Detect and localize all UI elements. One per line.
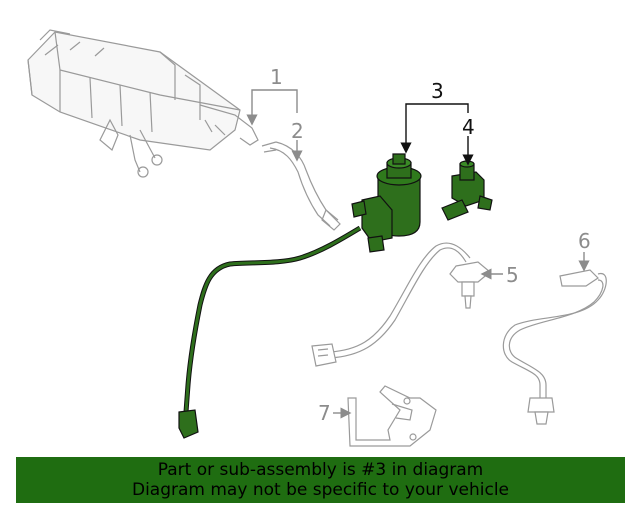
callout-1: 1 (270, 65, 283, 89)
callout-2: 2 (291, 119, 304, 143)
purge-valve (351, 153, 422, 253)
callout-7: 7 (318, 401, 331, 425)
diagram-notice-banner: Part or sub-assembly is #3 in diagram Di… (16, 457, 625, 503)
oxygen-sensor-upstream (311, 242, 491, 367)
mounting-bracket (347, 385, 437, 447)
callout-5: 5 (506, 263, 519, 287)
banner-line-1: Part or sub-assembly is #3 in diagram (157, 460, 484, 480)
callout-6: 6 (578, 229, 591, 253)
callout-leaders (246, 89, 590, 419)
vapor-hose (261, 141, 341, 231)
callout-3: 3 (431, 79, 444, 103)
charcoal-canister (27, 29, 259, 178)
callout-4: 4 (462, 115, 475, 139)
oxygen-sensor-downstream (502, 269, 607, 425)
valve-harness (178, 225, 362, 439)
banner-line-2: Diagram may not be specific to your vehi… (131, 480, 509, 500)
vent-valve (441, 160, 493, 221)
